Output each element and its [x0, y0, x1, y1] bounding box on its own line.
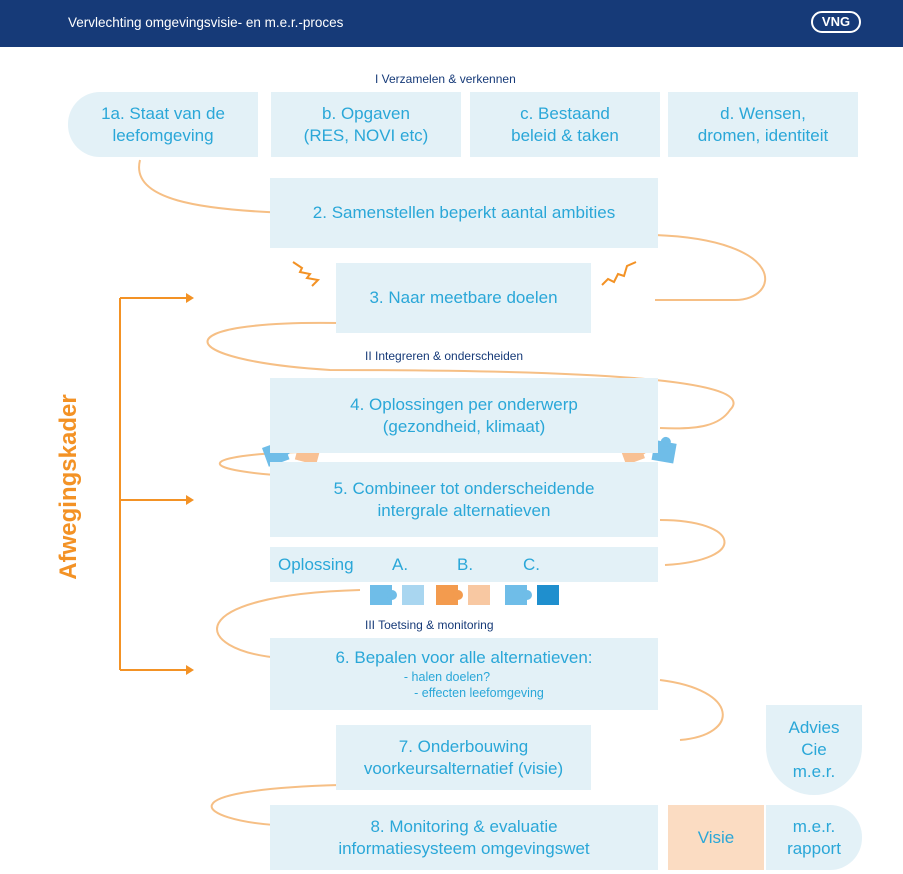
step-1b-line1: b. Opgaven: [322, 103, 410, 123]
step-5-line1: 5. Combineer tot onderscheidende: [333, 478, 595, 498]
step-7-line2: voorkeursalternatief (visie): [363, 758, 564, 778]
step-8-line2: informatiesysteem omgevingswet: [338, 838, 590, 858]
zigzag-right-icon: [601, 261, 637, 286]
section-label-3: III Toetsing & monitoring: [365, 618, 494, 632]
step-1d-box: d. Wensen, dromen, identiteit: [668, 92, 858, 157]
step-1a-box: 1a. Staat van de leefomgeving: [68, 92, 258, 157]
step-1a-line2: leefomgeving: [112, 125, 214, 145]
header-title: Vervlechting omgevingsvisie- en m.e.r.-p…: [68, 15, 344, 30]
vng-logo: VNG: [811, 11, 861, 33]
arrowhead-bottom: [186, 665, 194, 675]
step-8-line1: 8. Monitoring & evaluatie: [370, 816, 558, 836]
advies-line2: Cie: [801, 740, 827, 760]
loop-2-to-3: [654, 234, 767, 301]
section-label-2: II Integreren & onderscheiden: [365, 349, 524, 363]
step-1b-line2: (RES, NOVI etc): [303, 125, 429, 145]
mer-line2: rapport: [787, 838, 841, 858]
step-1b-box: b. Opgaven (RES, NOVI etc): [271, 92, 461, 157]
step-1c-line2: beleid & taken: [511, 125, 619, 145]
step-3-box: 3. Naar meetbare doelen: [336, 263, 591, 333]
afwegingskader-text: Afwegingskader: [55, 394, 82, 580]
step-2-label: 2. Samenstellen beperkt aantal ambities: [312, 203, 616, 223]
oplossing-b: B.: [457, 554, 474, 574]
step-1d-line2: dromen, identiteit: [697, 125, 829, 145]
loop-oplossing-to-6: [216, 589, 361, 659]
step-1a-line1: 1a. Staat van de: [101, 103, 225, 123]
arrowhead-mid: [186, 495, 194, 505]
loop-5-to-oplossing: [659, 519, 726, 566]
step-2-box: 2. Samenstellen beperkt aantal ambities: [270, 178, 658, 248]
visie-label: Visie: [697, 827, 735, 847]
loop-6-to-7: [659, 679, 724, 741]
oplossing-box: Oplossing A. B. C.: [270, 547, 658, 582]
step-1c-box: c. Bestaand beleid & taken: [470, 92, 660, 157]
advies-line3: m.e.r.: [792, 761, 836, 781]
puzzle-c-icon: [505, 585, 559, 605]
step-1c-line1: c. Bestaand: [520, 103, 610, 123]
step-1d-line1: d. Wensen,: [720, 103, 806, 123]
step-4-box: 4. Oplossingen per onderwerp (gezondheid…: [270, 378, 658, 453]
loop-7-to-8: [210, 784, 341, 826]
step-6-box: 6. Bepalen voor alle alternatieven: - ha…: [270, 638, 658, 710]
oplossing-label: Oplossing: [278, 554, 354, 574]
step-6-sub1: - halen doelen?: [403, 669, 491, 684]
step-6-sub2: - effecten leefomgeving: [414, 685, 544, 700]
step-5-line2: intergrale alternatieven: [377, 500, 551, 520]
puzzle-b-icon: [436, 585, 490, 605]
step-8-box: 8. Monitoring & evaluatie informatiesyst…: [270, 805, 658, 870]
step-3-label: 3. Naar meetbare doelen: [369, 288, 558, 308]
step-4-line1: 4. Oplossingen per onderwerp: [350, 394, 578, 414]
header-bar: Vervlechting omgevingsvisie- en m.e.r.-p…: [0, 0, 903, 47]
mer-line1: m.e.r.: [792, 816, 836, 836]
section-label-1: I Verzamelen & verkennen: [375, 72, 516, 86]
oplossing-a: A.: [392, 554, 409, 574]
oplossing-c: C.: [523, 554, 540, 574]
step-5-box: 5. Combineer tot onderscheidende intergr…: [270, 462, 658, 537]
advies-line1: Advies: [788, 718, 840, 738]
zigzag-left-icon: [292, 261, 321, 287]
advies-cie-mer-box: Advies Cie m.e.r.: [766, 705, 862, 795]
step-4-line2: (gezondheid, klimaat): [382, 416, 546, 436]
step-7-line1: 7. Onderbouwing: [398, 736, 529, 756]
visie-box: Visie: [668, 805, 764, 870]
arrowhead-top: [186, 293, 194, 303]
mer-rapport-box: m.e.r. rapport: [766, 805, 862, 870]
step-6-title: 6. Bepalen voor alle alternatieven:: [335, 648, 593, 668]
step-7-box: 7. Onderbouwing voorkeursalternatief (vi…: [336, 725, 591, 790]
loop-3-to-4: [206, 321, 735, 430]
loop-1a-to-2: [138, 159, 291, 214]
puzzle-a-icon: [370, 585, 424, 605]
